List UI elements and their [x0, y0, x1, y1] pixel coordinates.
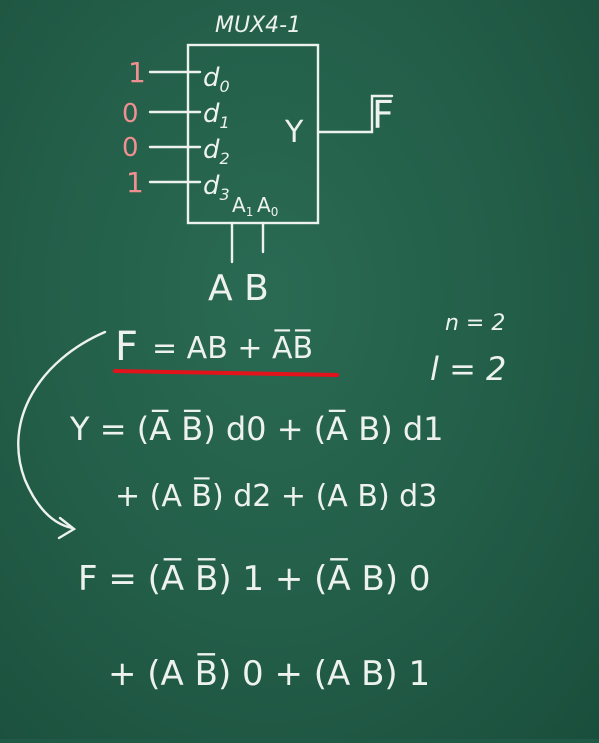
- f-expansion-line1: F = (A̅ B̅) 1 + (A̅ B) 0: [78, 558, 430, 599]
- input-label-d1: d1: [203, 99, 230, 132]
- input-label-d0: d0: [203, 63, 230, 96]
- select-signals: A B: [208, 268, 269, 309]
- select-label-a1: A1: [232, 193, 253, 219]
- input-value-d2: 0: [122, 133, 139, 163]
- function-lhs: F: [115, 324, 138, 370]
- input-value-d0: 1: [128, 56, 146, 89]
- function-underline: [113, 369, 339, 377]
- y-expansion-line2: + (A B̅) d2 + (A B) d3: [115, 477, 437, 514]
- input-label-d2: d2: [203, 135, 230, 168]
- input-value-d3: 1: [126, 166, 144, 199]
- function-rhs: = AB + A̅B̅: [152, 329, 313, 366]
- param-l: l = 2: [430, 350, 506, 388]
- output-label-y: Y: [284, 115, 304, 150]
- select-label-a0: A0: [257, 193, 278, 219]
- output-wire: [316, 94, 394, 134]
- y-expansion-line1: Y = (A̅ B̅) d0 + (A̅ B) d1: [69, 409, 444, 448]
- mux-box: [186, 43, 320, 225]
- mux-title: MUX4-1: [215, 13, 301, 38]
- curved-arrow: [17, 330, 107, 530]
- input-label-d3: d3: [203, 171, 230, 204]
- input-value-d1: 0: [122, 99, 139, 129]
- f-expansion-line2: + (A B̅) 0 + (A B) 1: [108, 653, 430, 694]
- arrow-head: [57, 516, 77, 540]
- param-n: n = 2: [445, 311, 505, 336]
- output-signal-f: F: [372, 93, 394, 137]
